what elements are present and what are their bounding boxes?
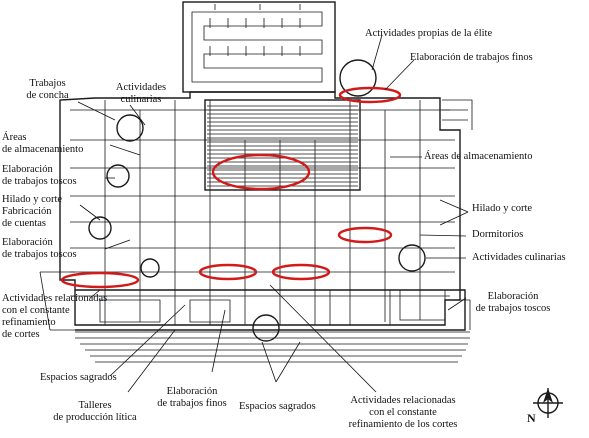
leader-lines bbox=[77, 34, 469, 393]
north-arrow-icon bbox=[533, 388, 563, 418]
label-rough-work-1: Elaboración de trabajos toscos bbox=[2, 164, 77, 187]
top-structure bbox=[182, 1, 336, 93]
label-bedrooms: Dormitorios bbox=[472, 229, 524, 240]
label-culinary-right: Actividades culinarias bbox=[472, 252, 566, 263]
label-culinary-top: Actividades culinarias bbox=[115, 82, 167, 105]
label-shell-work: Trabajos de concha bbox=[26, 78, 69, 101]
label-refinement-bottom: Actividades relacionadas con el constant… bbox=[348, 395, 458, 430]
label-rough-work-right: Elaboración de trabajos toscos bbox=[475, 291, 551, 314]
main-compound bbox=[39, 59, 473, 363]
label-rough-work-2: Elaboración de trabajos toscos bbox=[2, 237, 77, 260]
label-lithic-workshops: Talleres de producción lítica bbox=[53, 400, 137, 423]
label-storage-right: Áreas de almacenamiento bbox=[424, 151, 533, 162]
label-elite-activities: Actividades propias de la élite bbox=[365, 28, 493, 39]
north-label: N bbox=[527, 411, 536, 425]
label-refinement-left: Actividades relacionadas con el constant… bbox=[2, 293, 108, 340]
label-fine-work-bottom: Elaboración de trabajos finos bbox=[157, 386, 227, 409]
label-spinning-right: Hilado y corte bbox=[472, 203, 533, 214]
label-storage-left: Áreas de almacenamiento bbox=[2, 132, 84, 155]
label-fine-work-top: Elaboración de trabajos finos bbox=[410, 52, 533, 63]
label-sacred-spaces-2: Espacios sagrados bbox=[239, 401, 316, 412]
highlight-ellipses bbox=[60, 86, 402, 289]
label-sacred-spaces-1: Espacios sagrados bbox=[40, 372, 117, 383]
label-spinning-beads: Hilado y corte Fabricación de cuentas bbox=[2, 194, 63, 229]
